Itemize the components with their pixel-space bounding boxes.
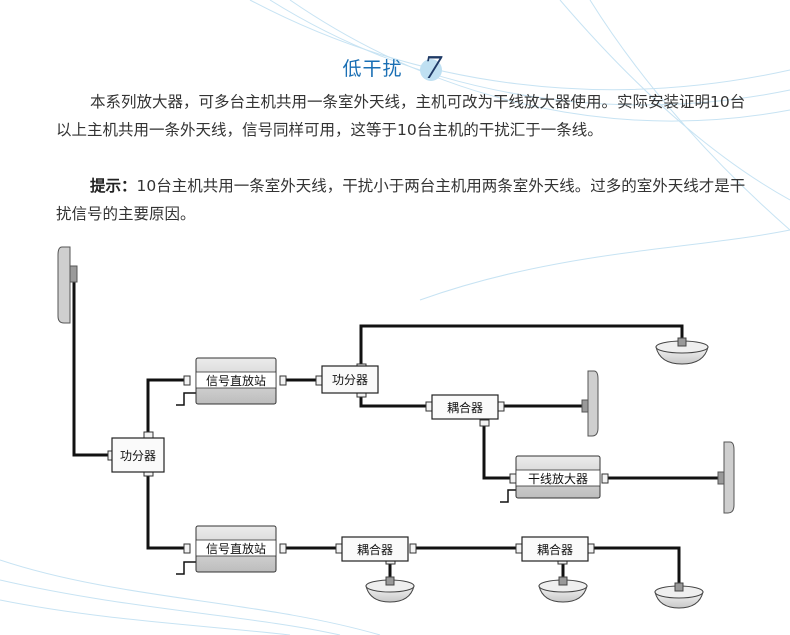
description-paragraph: 本系列放大器，可多台主机共用一条室外天线，主机可改为干线放大器使用。实际安装证明…: [56, 93, 746, 139]
tip-text: 10台主机共用一条室外天线，干扰小于两台主机用两条室外天线。过多的室外天线才是干…: [56, 177, 746, 223]
splitter-main-label: 功分器: [120, 449, 156, 463]
coupler-lower-1: 耦合器: [341, 536, 409, 562]
repeater-lower-label: 信号直放站: [206, 541, 266, 556]
cable-lines: [72, 280, 720, 585]
panel-antenna-left: [57, 246, 78, 324]
panel-antenna-right-lower: [717, 441, 735, 514]
tip-label: 提示：: [90, 177, 137, 195]
splitter-upper-label: 功分器: [332, 373, 368, 387]
ceiling-antenna-bottom-3: [654, 582, 704, 609]
panel-antenna-right-upper: [581, 370, 599, 437]
ceiling-antenna-bottom-1: [365, 576, 415, 603]
trunk-amplifier: 干线放大器: [515, 455, 601, 499]
ceiling-antenna-bottom-2: [538, 576, 588, 603]
coupler-lower-2: 耦合器: [521, 536, 589, 562]
tip-paragraph: 提示：10台主机共用一条室外天线，干扰小于两台主机用两条室外天线。过多的室外天线…: [56, 172, 746, 228]
splitter-upper: 功分器: [321, 365, 379, 394]
coupler-lower-2-label: 耦合器: [537, 542, 573, 557]
repeater-upper: 信号直放站: [195, 357, 277, 405]
trunk-amplifier-label: 干线放大器: [528, 471, 588, 486]
repeater-upper-label: 信号直放站: [206, 373, 266, 388]
coupler-upper: 耦合器: [431, 394, 499, 420]
splitter-main: 功分器: [111, 437, 165, 473]
repeater-lower: 信号直放站: [195, 525, 277, 573]
ceiling-antenna-top: [655, 337, 709, 365]
power-cords: [176, 392, 520, 575]
number-disc-shape: [419, 58, 442, 81]
section-number-badge: 7: [418, 51, 448, 86]
coupler-lower-1-label: 耦合器: [357, 542, 393, 557]
section-heading: 低干扰 7: [0, 51, 790, 86]
section-title: 低干扰: [342, 58, 403, 80]
section-number: 7: [423, 50, 444, 86]
coupler-upper-label: 耦合器: [447, 400, 483, 415]
